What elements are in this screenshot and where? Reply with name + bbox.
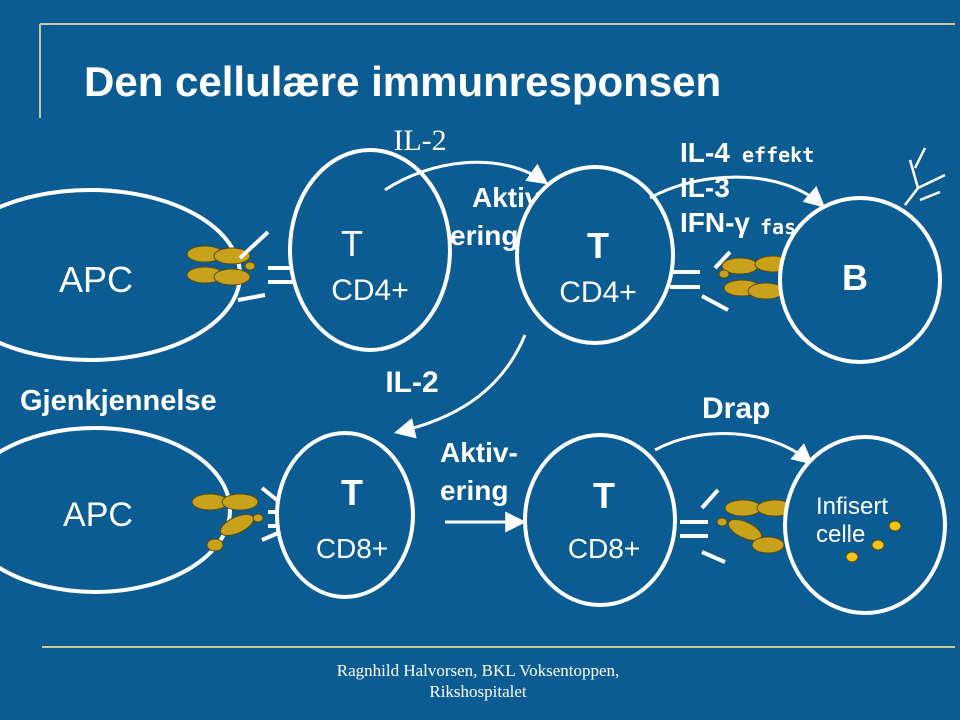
mhc-molecules-bottom — [191, 493, 264, 552]
cytokine-ifn: IFN-γ — [680, 207, 750, 238]
mhc-molecule — [221, 493, 259, 511]
t-cd4-letter-2: T — [587, 225, 609, 266]
b-cell — [778, 196, 942, 364]
frame-lines — [39, 23, 955, 648]
tcr-lines-top-2 — [670, 250, 732, 312]
t-cd8-letter-2: T — [593, 475, 615, 516]
mhc-molecule — [751, 536, 785, 554]
activation-top-line2: ering — [450, 220, 518, 251]
receptor-line — [713, 250, 732, 270]
t-cd8-cell-1 — [275, 431, 415, 599]
mhc-molecule — [213, 268, 251, 286]
receptor-line — [700, 488, 720, 510]
recognition-label: Gjenkjennelse — [20, 385, 217, 417]
antibody-stem — [904, 187, 919, 206]
il2-arrow-bottom — [393, 334, 527, 439]
t-cd8-type-2: CD8+ — [568, 533, 640, 564]
kill-arrow — [654, 432, 814, 465]
infected-cell — [783, 435, 947, 615]
antibody-arm — [908, 159, 920, 189]
tcr-lines-bottom-2 — [680, 488, 726, 564]
virus-particle — [888, 520, 902, 532]
apc-label-bottom: APC — [63, 496, 133, 534]
il2-label-bottom: IL-2 — [385, 366, 438, 399]
virus-particle — [845, 551, 859, 563]
antigen-peptide — [716, 517, 728, 527]
antigen-peptide — [206, 538, 224, 552]
receptor-line — [237, 293, 266, 302]
receptor-line — [701, 294, 729, 312]
b-cell-label: B — [842, 257, 868, 298]
kill-label: Drap — [702, 392, 770, 425]
t-cd8-type-1: CD8+ — [316, 533, 388, 564]
antibody-arm — [919, 190, 941, 202]
antibody-icon — [904, 147, 946, 206]
apc-label-top: APC — [59, 259, 133, 300]
bottom-row: Gjenkjennelse APC IL-2 T CD8+ Aktiv- eri… — [0, 334, 947, 615]
virus-particle — [871, 539, 885, 551]
infected-label-line2: celle — [816, 521, 865, 548]
antigen-peptide — [718, 269, 730, 279]
mhc-molecule — [213, 247, 251, 265]
il2-arrow-top — [384, 160, 549, 192]
receptor-line — [701, 550, 726, 564]
mhc-molecule — [724, 499, 762, 517]
infected-label-line1: Infisert — [816, 493, 888, 520]
receptor-line — [238, 230, 270, 260]
t-cd4-letter-1: T — [341, 223, 363, 264]
effect-word-1: effekt — [742, 143, 814, 167]
activation-bottom-line1: Aktiv- — [440, 437, 518, 468]
t-cd4-type-2: CD4+ — [559, 276, 637, 309]
top-row: APC T CD4+ IL-2 Aktiv- ering T CD4+ — [0, 124, 946, 364]
cytokine-il4: IL-4 — [680, 137, 730, 168]
slide-title: Den cellulære immunresponsen — [84, 58, 721, 105]
t-cd4-cell-2 — [515, 165, 675, 345]
antibody-arm — [917, 173, 946, 190]
cytokine-arrow — [649, 175, 826, 208]
antigen-peptide — [252, 513, 264, 523]
mhc-molecules-top — [186, 245, 256, 286]
t-cd4-cell-1 — [288, 148, 452, 352]
tcr-lines-top-1 — [237, 230, 296, 302]
t-cd8-letter-1: T — [341, 472, 363, 513]
footer-line-1: Ragnhild Halvorsen, BKL Voksentoppen, — [337, 661, 620, 680]
t-cd4-type-1: CD4+ — [331, 274, 409, 307]
footer-line-2: Rikshospitalet — [429, 682, 527, 701]
il2-label-top: IL-2 — [393, 124, 446, 157]
activation-bottom-line2: ering — [440, 475, 508, 506]
antibody-arm — [913, 147, 927, 169]
antigen-peptide — [244, 261, 256, 271]
apc-cell-bottom — [0, 426, 232, 594]
t-cd8-cell-2 — [523, 433, 677, 607]
virus-particles — [845, 520, 902, 563]
mhc-molecules-infected — [716, 499, 794, 554]
